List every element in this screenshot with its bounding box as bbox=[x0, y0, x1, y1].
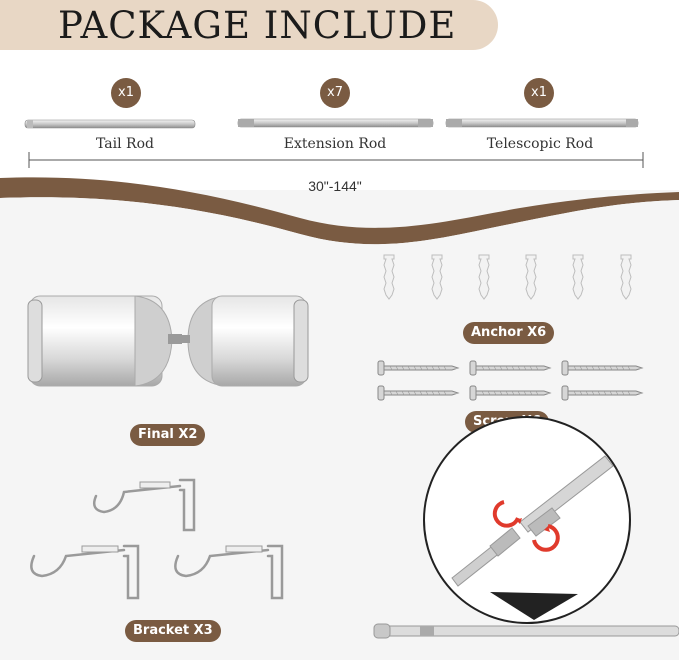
dimension-label: 30"-144" bbox=[308, 178, 362, 194]
telescopic-rod-image bbox=[445, 118, 639, 128]
detail-rods bbox=[451, 455, 614, 587]
qty-badge-tail-rod: x1 bbox=[111, 78, 141, 108]
finial-left bbox=[27, 295, 182, 387]
rod-label-extension: Extension Rod bbox=[283, 136, 387, 152]
rod-label-tail: Tail Rod bbox=[96, 136, 154, 152]
wave-divider bbox=[0, 177, 679, 250]
bracket-label: Bracket X3 bbox=[125, 620, 221, 642]
anchor-label: Anchor X6 bbox=[463, 322, 555, 344]
finial-right bbox=[176, 295, 309, 387]
header-banner bbox=[0, 0, 498, 50]
page-title: PACKAGE INCLUDE bbox=[58, 4, 457, 47]
qty-badge-extension-rod: x7 bbox=[320, 78, 350, 108]
bracket-2 bbox=[30, 544, 140, 600]
bracket-3 bbox=[174, 544, 284, 600]
dimension-line bbox=[28, 152, 644, 168]
tail-rod-image bbox=[24, 119, 196, 129]
qty-badge-telescopic-rod: x1 bbox=[524, 78, 554, 108]
extension-rod-image bbox=[237, 118, 434, 128]
final-label: Final X2 bbox=[130, 424, 206, 446]
bracket-1 bbox=[93, 478, 196, 532]
rods-illustration bbox=[24, 118, 639, 129]
rotate-arrows-icon bbox=[492, 500, 560, 552]
rod-label-telescopic: Telescopic Rod bbox=[486, 136, 594, 152]
